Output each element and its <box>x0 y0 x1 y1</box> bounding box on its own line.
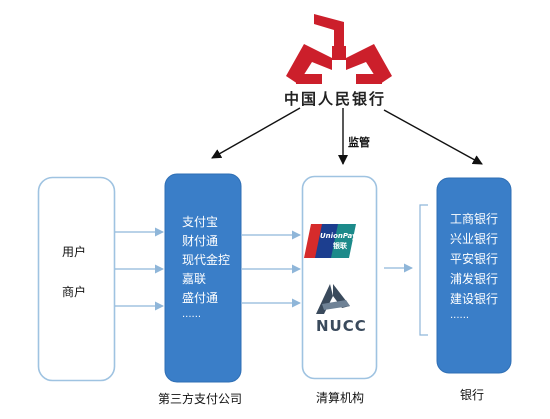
third-party-box <box>164 173 242 383</box>
users-box <box>37 176 116 382</box>
third-party-caption: 第三方支付公司 <box>158 392 243 406</box>
users-item-1: 商户 <box>62 285 87 299</box>
supervise-label: 监管 <box>348 136 370 149</box>
third-party-item-1: 财付通 <box>182 234 219 248</box>
third-party-item-3: 嘉联 <box>182 272 207 286</box>
banks-box <box>436 177 512 374</box>
unionpay-logo-icon <box>304 224 356 258</box>
banks-caption: 银行 <box>460 388 485 402</box>
bank-item-5: ...... <box>450 310 470 321</box>
bank-item-3: 浦发银行 <box>450 272 499 286</box>
third-party-item-5: ...... <box>182 309 202 320</box>
clearing-box <box>301 175 378 380</box>
nucc-logo-icon <box>316 284 350 314</box>
third-party-item-4: 盛付通 <box>182 291 219 305</box>
supervise-arrow-right <box>383 109 483 165</box>
third-party-item-0: 支付宝 <box>182 215 219 229</box>
unionpay-text: UnionPay <box>320 232 357 240</box>
banks-bracket <box>419 204 428 336</box>
users-item-0: 用户 <box>62 245 87 259</box>
regulator-name: 中国人民银行 <box>284 90 387 108</box>
unionpay-text-cn: 银联 <box>333 242 347 250</box>
third-party-item-2: 现代金控 <box>182 253 231 267</box>
pboc-logo-icon <box>286 14 392 84</box>
bank-item-0: 工商银行 <box>450 212 499 226</box>
nucc-text: NUCC <box>316 317 367 335</box>
bank-item-1: 兴业银行 <box>450 232 499 246</box>
bank-item-2: 平安银行 <box>450 252 499 266</box>
clearing-caption: 清算机构 <box>316 391 365 405</box>
bank-item-4: 建设银行 <box>450 292 499 306</box>
supervise-arrow-left <box>211 107 301 159</box>
